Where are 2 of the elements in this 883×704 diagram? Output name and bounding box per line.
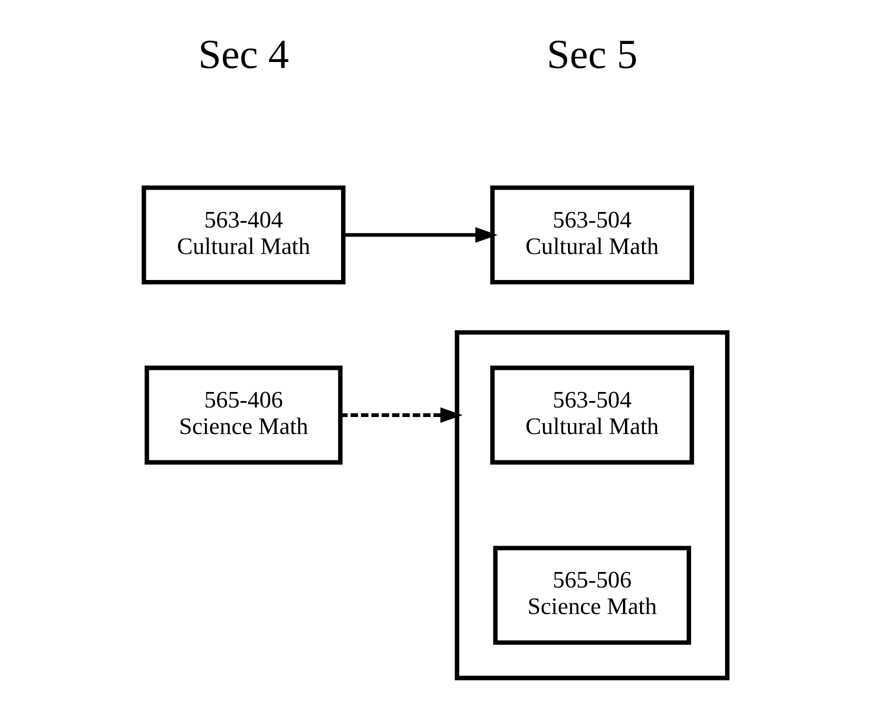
- label: Sec 4: [198, 30, 289, 77]
- label: Sec 5: [546, 30, 638, 77]
